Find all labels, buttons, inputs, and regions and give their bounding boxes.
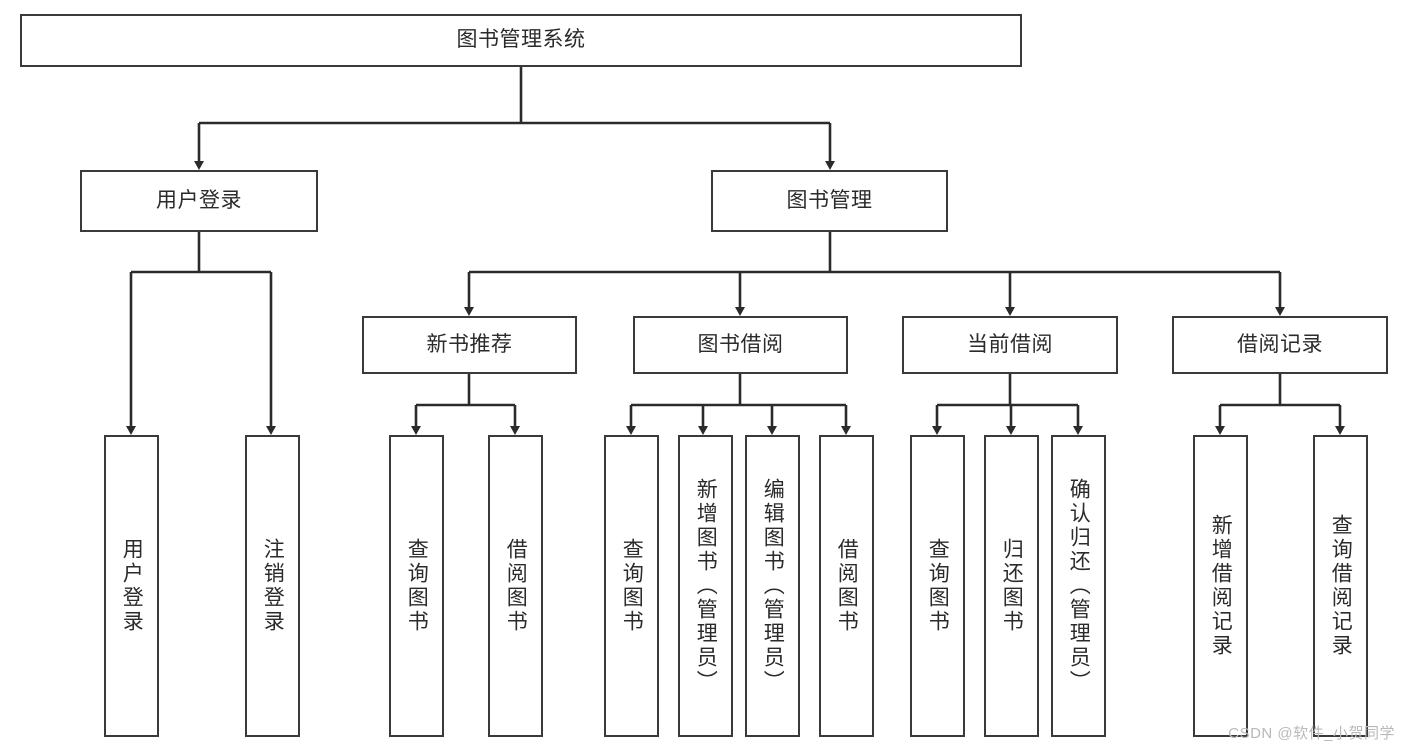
node-book-manage-label: 图书管理 <box>786 188 873 212</box>
node-new-book-recommend-label: 新书推荐 <box>426 332 513 356</box>
node-root-label: 图书管理系统 <box>456 28 586 52</box>
node-current-borrow-label: 当前借阅 <box>967 332 1053 356</box>
node-new-book-recommend[interactable]: 新书推荐 <box>362 316 577 374</box>
node-leaf-user-logout[interactable]: 注销登录 <box>245 435 300 737</box>
node-leaf-add-record-label: 新增借阅记录 <box>1209 514 1233 658</box>
node-book-borrow[interactable]: 图书借阅 <box>633 316 848 374</box>
node-leaf-query-record-label: 查询借阅记录 <box>1329 514 1353 658</box>
node-book-borrow-label: 图书借阅 <box>697 332 784 356</box>
node-leaf-borrow-book-2-label: 借阅图书 <box>835 538 859 634</box>
node-leaf-return-book[interactable]: 归还图书 <box>984 435 1039 737</box>
node-leaf-add-book-label: 新增图书（管理员） <box>694 478 718 694</box>
node-root[interactable]: 图书管理系统 <box>20 14 1022 67</box>
node-user-login[interactable]: 用户登录 <box>80 170 318 232</box>
node-leaf-confirm-return[interactable]: 确认归还（管理员） <box>1051 435 1106 737</box>
node-leaf-edit-book[interactable]: 编辑图书（管理员） <box>745 435 800 737</box>
node-leaf-user-logout-label: 注销登录 <box>261 538 285 634</box>
node-leaf-borrow-book-1-label: 借阅图书 <box>504 538 528 634</box>
node-borrow-record[interactable]: 借阅记录 <box>1172 316 1388 374</box>
node-leaf-query-book-3[interactable]: 查询图书 <box>910 435 965 737</box>
node-leaf-user-login[interactable]: 用户登录 <box>104 435 159 737</box>
node-leaf-query-book-3-label: 查询图书 <box>926 538 950 634</box>
node-leaf-query-record[interactable]: 查询借阅记录 <box>1313 435 1368 737</box>
node-current-borrow[interactable]: 当前借阅 <box>902 316 1118 374</box>
node-leaf-query-book-2-label: 查询图书 <box>620 538 644 634</box>
csdn-watermark: CSDN @软件_小贺同学 <box>1228 725 1395 742</box>
node-leaf-query-book-1[interactable]: 查询图书 <box>389 435 444 737</box>
node-user-login-label: 用户登录 <box>156 188 242 212</box>
node-leaf-confirm-return-label: 确认归还（管理员） <box>1067 478 1091 694</box>
node-leaf-query-book-1-label: 查询图书 <box>405 538 429 634</box>
node-leaf-borrow-book-1[interactable]: 借阅图书 <box>488 435 543 737</box>
node-leaf-user-login-label: 用户登录 <box>120 538 144 634</box>
node-leaf-borrow-book-2[interactable]: 借阅图书 <box>819 435 874 737</box>
node-borrow-record-label: 借阅记录 <box>1237 332 1323 356</box>
node-leaf-return-book-label: 归还图书 <box>1000 538 1024 634</box>
node-leaf-add-record[interactable]: 新增借阅记录 <box>1193 435 1248 737</box>
node-leaf-query-book-2[interactable]: 查询图书 <box>604 435 659 737</box>
node-leaf-edit-book-label: 编辑图书（管理员） <box>761 478 785 694</box>
node-book-manage[interactable]: 图书管理 <box>711 170 948 232</box>
node-leaf-add-book[interactable]: 新增图书（管理员） <box>678 435 733 737</box>
